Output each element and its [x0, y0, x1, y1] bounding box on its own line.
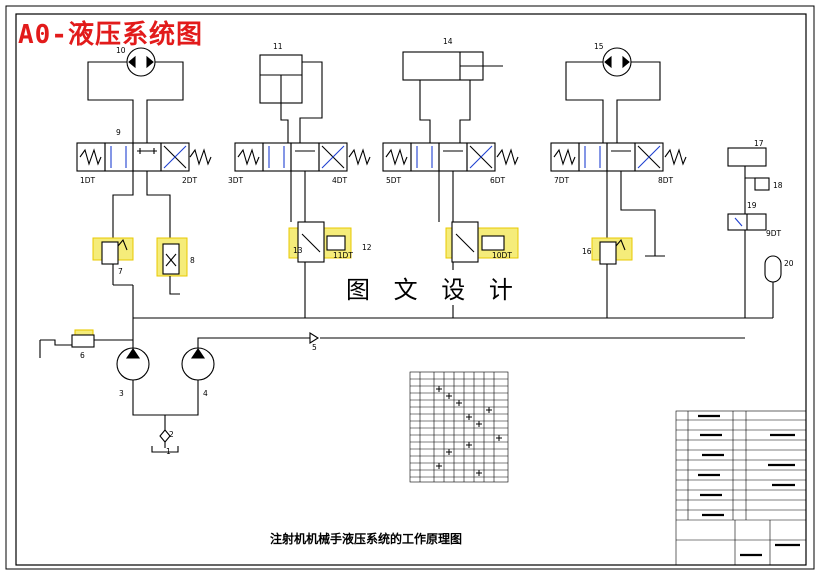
label-check-valve-5: 5 [312, 343, 317, 352]
circuit-cylinder-11 [234, 54, 371, 318]
label-motor-15: 15 [594, 42, 604, 51]
outer-border [5, 5, 815, 570]
label-solenoid-1dt: 1DT [80, 176, 96, 185]
label-solenoid-4dt: 4DT [332, 176, 348, 185]
circuit-accumulator [727, 147, 782, 318]
label-pump-4: 4 [203, 389, 208, 398]
circuit-rotary-motor-10 [76, 47, 212, 295]
label-solenoid-10dt: 10DT [492, 251, 512, 260]
label-valve-8: 8 [190, 256, 195, 265]
label-valve-6: 6 [80, 351, 85, 360]
label-solenoid-5dt: 5DT [386, 176, 402, 185]
supply-manifold [39, 285, 773, 453]
label-component-17: 17 [754, 139, 764, 148]
label-solenoid-6dt: 6DT [490, 176, 506, 185]
title-block [675, 410, 807, 566]
label-solenoid-11dt: 11DT [333, 251, 353, 260]
label-solenoid-7dt: 7DT [554, 176, 570, 185]
label-valve-16: 16 [582, 247, 592, 256]
circuit-cylinder-14 [382, 51, 519, 318]
label-component-2: 2 [169, 430, 174, 439]
action-table [409, 371, 509, 483]
label-solenoid-2dt: 2DT [182, 176, 198, 185]
label-cylinder-11: 11 [273, 42, 283, 51]
label-motor-10: 10 [116, 46, 126, 55]
drawing-caption: 注射机机械手液压系统的工作原理图 [270, 532, 463, 546]
label-solenoid-8dt: 8DT [658, 176, 674, 185]
label-valve-9: 9 [116, 128, 121, 137]
label-valve-7: 7 [118, 267, 123, 276]
label-component-18: 18 [773, 181, 783, 190]
watermark-text: 图 文 设 计 [342, 270, 525, 305]
inner-border [15, 13, 807, 566]
label-solenoid-3dt: 3DT [228, 176, 244, 185]
drawing-stamp-title: A0-液压系统图 [18, 20, 203, 50]
circuit-rotary-motor-15 [550, 47, 687, 318]
label-filter: 1 [166, 447, 171, 456]
label-cylinder-14: 14 [443, 37, 453, 46]
label-pump-3: 3 [119, 389, 124, 398]
label-valve-13: 13 [293, 246, 303, 255]
label-valve-12: 12 [362, 243, 372, 252]
label-solenoid-9dt: 9DT [766, 229, 782, 238]
label-component-19: 19 [747, 201, 757, 210]
label-accumulator-20: 20 [784, 259, 794, 268]
